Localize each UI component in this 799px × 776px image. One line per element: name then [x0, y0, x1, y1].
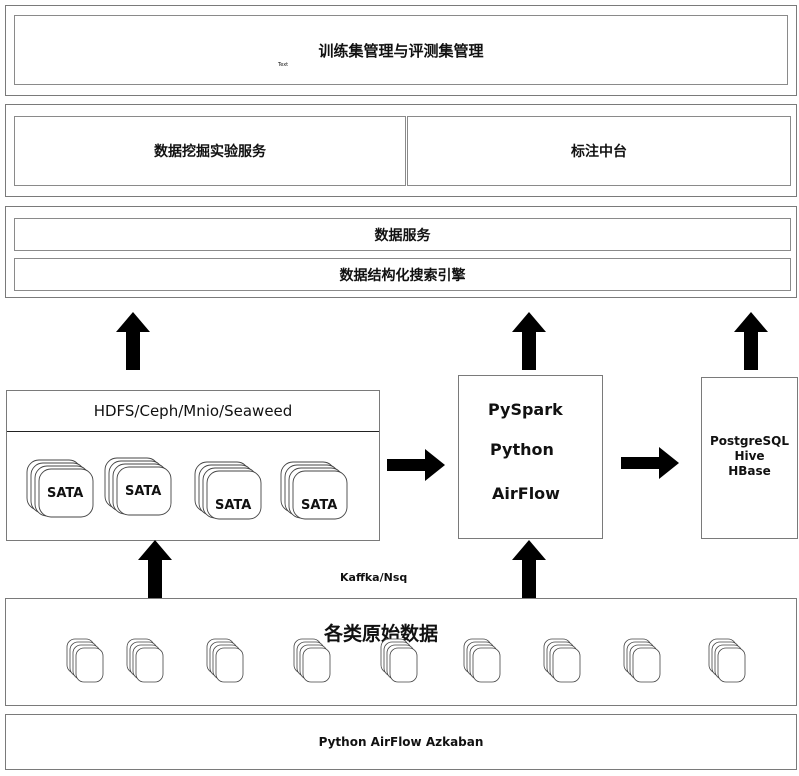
data-mining-service-box: 数据挖掘实验服务 — [14, 116, 406, 186]
db-item-hbase: HBase — [728, 464, 771, 478]
ingest-label: Kaffka/Nsq — [340, 571, 408, 584]
up-arrow-storage — [116, 312, 150, 370]
storage-title: HDFS/Ceph/Mnio/Seaweed — [93, 402, 293, 420]
search-engine-label: 数据结构化搜索引擎 — [339, 267, 466, 284]
annotation-platform-box: 标注中台 — [407, 116, 791, 186]
db-item-hive: Hive — [734, 449, 765, 463]
services-panel: 数据挖掘实验服务 标注中台 — [5, 104, 797, 197]
sata-label: SATA — [215, 498, 252, 513]
raw-disk-icon — [66, 638, 104, 683]
raw-disk-icon — [293, 638, 331, 683]
raw-disk-icon — [623, 638, 661, 683]
sata-label: SATA — [301, 498, 338, 513]
sata-disk-2: SATA — [103, 455, 175, 517]
raw-disk-icon — [543, 638, 581, 683]
right-arrow-storage-to-compute — [387, 449, 445, 481]
data-mining-service-label: 数据挖掘实验服务 — [154, 144, 266, 160]
disk-stack-icon — [26, 459, 94, 518]
training-eval-panel: 训练集管理与评测集管理 Text — [5, 5, 797, 96]
db-list: PostgreSQL Hive HBase — [702, 434, 797, 479]
sata-disk-4: SATA — [279, 459, 351, 521]
db-item-postgresql: PostgreSQL — [709, 434, 790, 448]
raw-data-panel: 各类原始数据 — [5, 598, 797, 706]
search-engine-box: 数据结构化搜索引擎 — [14, 258, 791, 291]
raw-disk-icon — [463, 638, 501, 683]
sata-disk-1: SATA — [25, 457, 97, 519]
training-eval-box: 训练集管理与评测集管理 — [14, 15, 788, 85]
data-service-box: 数据服务 — [14, 218, 791, 251]
sata-disk-3: SATA — [193, 459, 265, 521]
compute-item-python: Python — [490, 440, 554, 459]
annotation-platform-label: 标注中台 — [571, 144, 627, 160]
raw-disks-row — [6, 599, 796, 705]
right-arrow-compute-to-db — [621, 447, 679, 479]
up-arrow-raw-to-storage — [138, 540, 172, 598]
disk-stack-icon — [280, 461, 348, 520]
disk-stack-icon — [194, 461, 262, 520]
up-arrow-raw-to-compute — [512, 540, 546, 598]
db-panel: PostgreSQL Hive HBase — [701, 377, 798, 539]
raw-data-title: 各类原始数据 — [324, 623, 439, 645]
compute-item-pyspark: PySpark — [488, 400, 563, 419]
scheduler-panel: Python AirFlow Azkaban — [5, 714, 797, 770]
compute-item-airflow: AirFlow — [492, 484, 560, 503]
disk-stack-icon — [104, 457, 172, 516]
raw-disk-icon — [126, 638, 164, 683]
up-arrow-compute — [512, 312, 546, 370]
compute-panel: PySpark Python AirFlow — [458, 375, 603, 539]
up-arrow-db — [734, 312, 768, 370]
data-service-label: 数据服务 — [374, 227, 431, 244]
raw-disk-icon — [708, 638, 746, 683]
data-layer-panel: 数据服务 数据结构化搜索引擎 — [5, 206, 797, 298]
scheduler-label: Python AirFlow Azkaban — [318, 735, 484, 749]
storage-panel: HDFS/Ceph/Mnio/Seaweed SATA SATA SATA — [6, 390, 380, 541]
sata-label: SATA — [125, 484, 162, 499]
raw-disk-icon — [380, 638, 418, 683]
storage-header: HDFS/Ceph/Mnio/Seaweed — [7, 391, 379, 432]
tiny-text-label: Text — [278, 62, 289, 68]
training-eval-title: 训练集管理与评测集管理 — [318, 41, 484, 60]
sata-label: SATA — [47, 486, 84, 501]
raw-disk-icon — [206, 638, 244, 683]
